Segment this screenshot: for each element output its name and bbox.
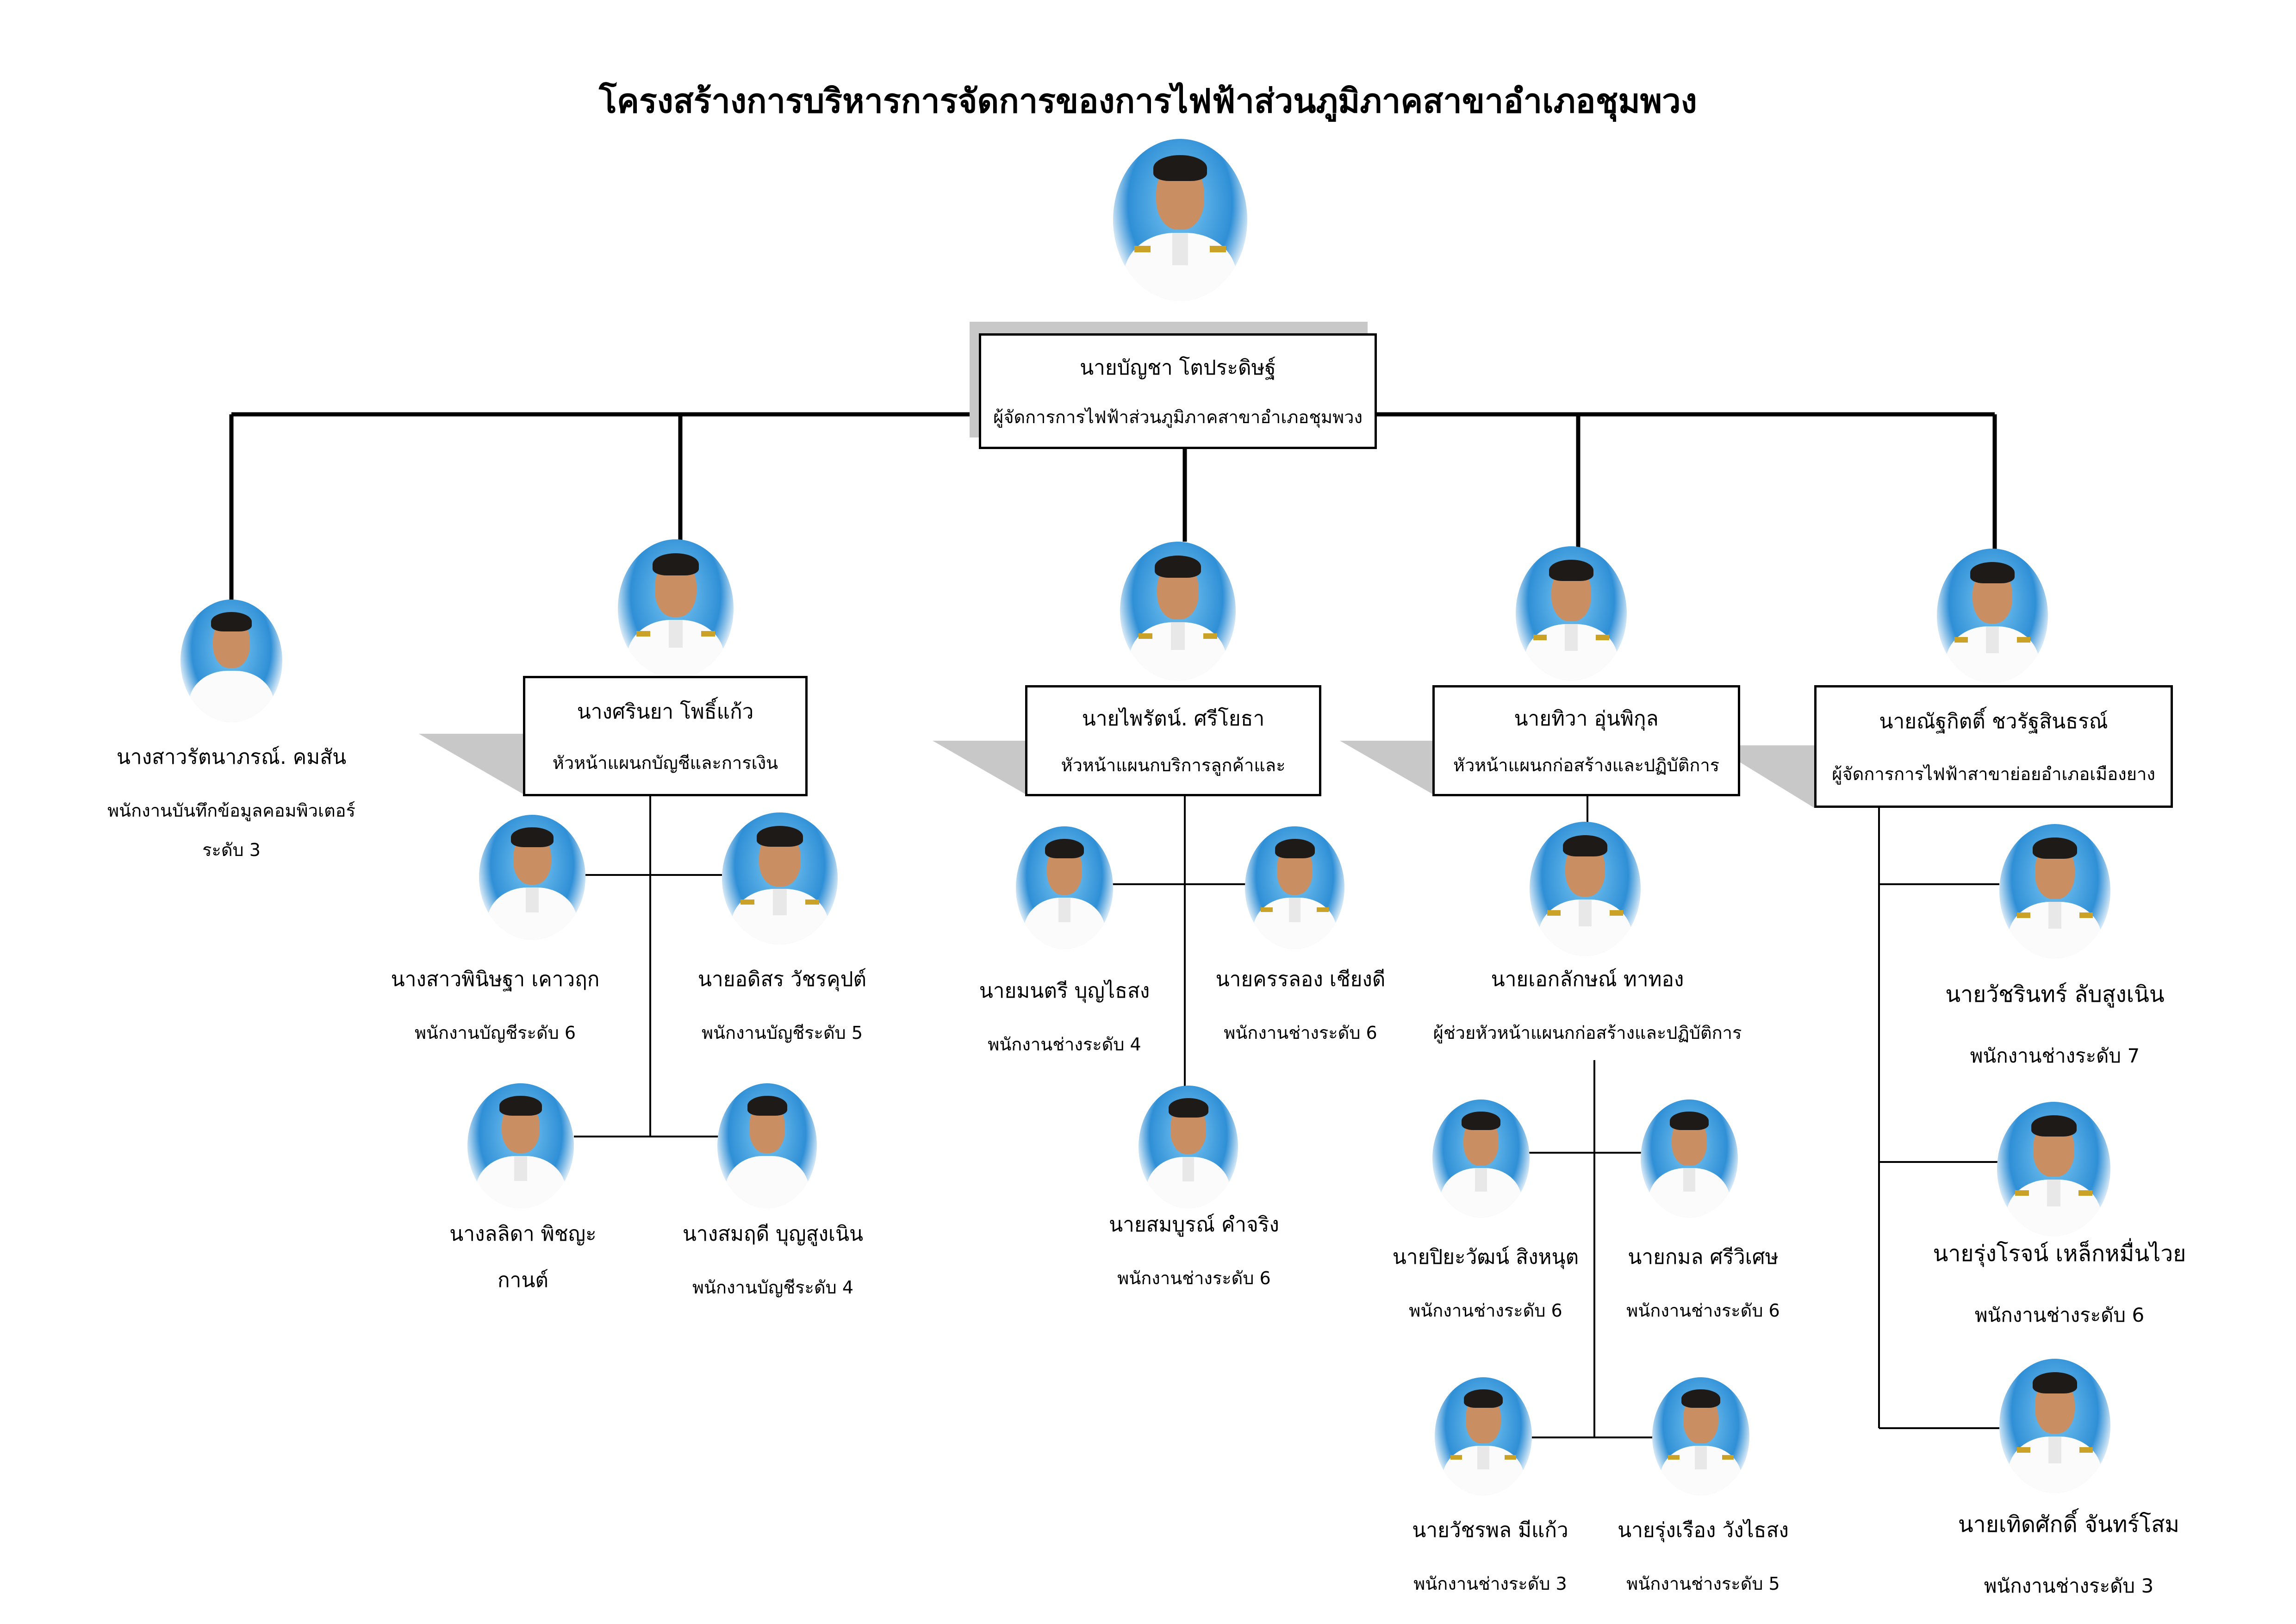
dept2-member1-photo [1016, 826, 1113, 949]
dept1-member2-photo [722, 812, 838, 944]
dept2-member2-photo [1245, 826, 1344, 949]
dept3-assistant-position: ผู้ช่วยหัวหน้าแผนกก่อสร้างและปฏิบัติการ [1433, 1023, 1742, 1043]
dept1-member2-position: พนักงานบัญชีระดับ 5 [701, 1023, 863, 1043]
dept1-member3-name-cont: กานต์ [498, 1268, 548, 1292]
dept3-assistant-label: นายเอกลักษณ์ ทาทอง ผู้ช่วยหัวหน้าแผนกก่อ… [1425, 963, 1749, 1047]
manager-name: นายบัญชา โตประดิษฐ์ [1080, 356, 1276, 380]
dept3-member4-name: นายรุ่งเรือง วังไธสง [1618, 1518, 1789, 1542]
dept4-head-photo [1937, 549, 2048, 683]
dept4-member2-position: พนักงานช่างระดับ 6 [1974, 1304, 2145, 1326]
dept2-head-photo [1120, 542, 1236, 681]
dept3-member3-photo [1435, 1377, 1532, 1495]
dept1-member4-name: นางสมฤดี บุญสูงเนิน [682, 1222, 864, 1246]
dept2-member3-label: นายสมบูรณ์ คำจริง พนักงานช่างระดับ 6 [1069, 1208, 1319, 1292]
dept4-member3-position: พนักงานช่างระดับ 3 [1984, 1574, 2154, 1597]
dept3-member3-position: พนักงานช่างระดับ 3 [1413, 1574, 1567, 1594]
dept4-member1-photo [1999, 824, 2110, 958]
dept3-head-position: หัวหน้าแผนกก่อสร้างและปฏิบัติการ [1453, 755, 1720, 776]
dept3-assistant-photo [1530, 822, 1641, 956]
dept1-head-name: นางศรินยา โพธิ์แก้ว [577, 700, 754, 724]
dept2-member3-position: พนักงานช่างระดับ 6 [1117, 1268, 1271, 1288]
dept1-member1-label: นางสาวพินิษฐา เคาวฤก พนักงานบัญชีระดับ 6 [370, 963, 620, 1047]
staff-photo [180, 600, 282, 722]
dept1-member3-name: นางลลิดา พิชญะ [449, 1222, 597, 1246]
staff-name: นางสาวรัตนาภรณ์. คมสัน [116, 745, 347, 769]
dept4-member1-position: พนักงานช่างระดับ 7 [1970, 1044, 2140, 1067]
dept4-member1-label: นายวัชรินทร์ ลับสูงเนิน พนักงานช่างระดับ… [1925, 977, 2184, 1071]
dept3-head-box: นายทิวา อุ่นพิกุล หัวหน้าแผนกก่อสร้างและ… [1432, 685, 1740, 796]
dept4-member2-label: นายรุ่งโรจน์ เหล็กหมื่นไวย พนักงานช่างระ… [1921, 1236, 2198, 1330]
dept1-member3-label: นางลลิดา พิชญะ กานต์ [403, 1218, 643, 1296]
dept1-head-position: หัวหน้าแผนกบัญชีและการเงิน [552, 753, 778, 774]
dept4-member3-name: นายเทิดศักดิ์ จันทร์โสม [1958, 1512, 2180, 1537]
manager-photo [1113, 139, 1247, 301]
dept1-head-photo [618, 539, 734, 678]
dept4-member1-name: นายวัชรินทร์ ลับสูงเนิน [1945, 981, 2165, 1007]
dept3-member2-name: นายกมล ศรีวิเศษ [1628, 1245, 1779, 1269]
dept4-head-position: ผู้จัดการการไฟฟ้าสาขาย่อยอำเภอเมืองยาง [1832, 764, 2155, 784]
shadow-wedge-3 [1340, 741, 1432, 794]
dept1-member2-label: นายอดิสร วัชรคุปต์ พนักงานบัญชีระดับ 5 [657, 963, 907, 1047]
dept3-head-photo [1516, 546, 1627, 681]
dept3-member4-photo [1652, 1377, 1749, 1495]
manager-box: นายบัญชา โตประดิษฐ์ ผู้จัดการการไฟฟ้าส่ว… [979, 333, 1377, 449]
dept1-member1-name: นางสาวพินิษฐา เคาวฤก [391, 968, 600, 991]
dept1-member4-photo [717, 1083, 817, 1208]
dept4-member2-name: นายรุ่งโรจน์ เหล็กหมื่นไวย [1933, 1241, 2186, 1267]
dept2-member2-label: นายครรลอง เชียงดี พนักงานช่างระดับ 6 [1176, 963, 1425, 1047]
page-title: โครงสร้างการบริหารการจัดการของการไฟฟ้าส่… [599, 81, 1697, 120]
dept2-head-box: นายไพรัตน์. ศรีโยธา หัวหน้าแผนกบริการลูก… [1025, 685, 1321, 796]
dept2-member1-name: นายมนตรี บุญไธสง [979, 979, 1150, 1003]
dept1-head-box: นางศรินยา โพธิ์แก้ว หัวหน้าแผนกบัญชีและก… [523, 676, 808, 796]
dept2-head-name: นายไพรัตน์. ศรีโยธา [1082, 706, 1265, 731]
staff-position: พนักงานบันทึกข้อมูลคอมพิวเตอร์ [107, 800, 355, 821]
dept1-member4-position: พนักงานบัญชีระดับ 4 [692, 1277, 854, 1298]
staff-level: ระดับ 3 [202, 840, 261, 860]
dept3-member4-position: พนักงานช่างระดับ 5 [1626, 1574, 1780, 1594]
dept3-member1-photo [1432, 1099, 1530, 1218]
dept3-member1-name: นายปิยะวัฒน์ สิงหนุต [1392, 1245, 1579, 1269]
dept1-member1-position: พนักงานบัญชีระดับ 6 [414, 1023, 576, 1043]
dept3-member1-position: พนักงานช่างระดับ 6 [1409, 1300, 1562, 1321]
dept2-member1-label: นายมนตรี บุญไธสง พนักงานช่างระดับ 4 [940, 974, 1189, 1058]
dept3-member3-label: นายวัชรพล มีแก้ว พนักงานช่างระดับ 3 [1370, 1514, 1611, 1598]
dept3-member2-position: พนักงานช่างระดับ 6 [1626, 1300, 1780, 1321]
manager-position: ผู้จัดการการไฟฟ้าส่วนภูมิภาคสาขาอำเภอชุม… [993, 406, 1363, 427]
dept1-member3-photo [467, 1083, 574, 1208]
dept2-member2-position: พนักงานช่างระดับ 6 [1224, 1023, 1377, 1043]
shadow-wedge-1 [419, 734, 523, 794]
staff-label: นางสาวรัตนาภรณ์. คมสัน พนักงานบันทึกข้อม… [93, 741, 370, 864]
dept1-member2-name: นายอดิสร วัชรคุปต์ [697, 968, 867, 991]
dept2-member2-name: นายครรลอง เชียงดี [1215, 968, 1386, 991]
dept3-member3-name: นายวัชรพล มีแก้ว [1412, 1518, 1568, 1542]
dept3-assistant-name: นายเอกลักษณ์ ทาทอง [1491, 968, 1684, 991]
dept3-member4-label: นายรุ่งเรือง วังไธสง พนักงานช่างระดับ 5 [1583, 1514, 1823, 1598]
dept4-head-box: นายณัฐกิตติ์ ชวรัฐสินธรณ์ ผู้จัดการการไฟ… [1814, 685, 2173, 808]
dept1-member4-label: นางสมฤดี บุญสูงเนิน พนักงานบัญชีระดับ 4 [648, 1218, 898, 1301]
dept2-member3-photo [1139, 1086, 1238, 1208]
dept2-member3-name: นายสมบูรณ์ คำจริง [1109, 1213, 1279, 1237]
dept3-member2-label: นายกมล ศรีวิเศษ พนักงานช่างระดับ 6 [1583, 1241, 1823, 1324]
dept4-member2-photo [1997, 1102, 2110, 1236]
dept4-head-name: นายณัฐกิตติ์ ชวรัฐสินธรณ์ [1879, 710, 2108, 733]
dept3-head-name: นายทิวา อุ่นพิกุล [1514, 706, 1659, 731]
dept1-member1-photo [479, 815, 585, 940]
dept3-member1-label: นายปิยะวัฒน์ สิงหนุต พนักงานช่างระดับ 6 [1365, 1241, 1606, 1324]
shadow-wedge-2 [933, 741, 1025, 794]
dept4-member3-label: นายเทิดศักดิ์ จันทร์โสม พนักงานช่างระดับ… [1939, 1507, 2198, 1601]
dept2-member1-position: พนักงานช่างระดับ 4 [988, 1034, 1141, 1055]
dept2-head-position: หัวหน้าแผนกบริการลูกค้าและ [1061, 755, 1286, 776]
dept4-member3-photo [1999, 1359, 2110, 1493]
dept3-member2-photo [1641, 1099, 1738, 1218]
